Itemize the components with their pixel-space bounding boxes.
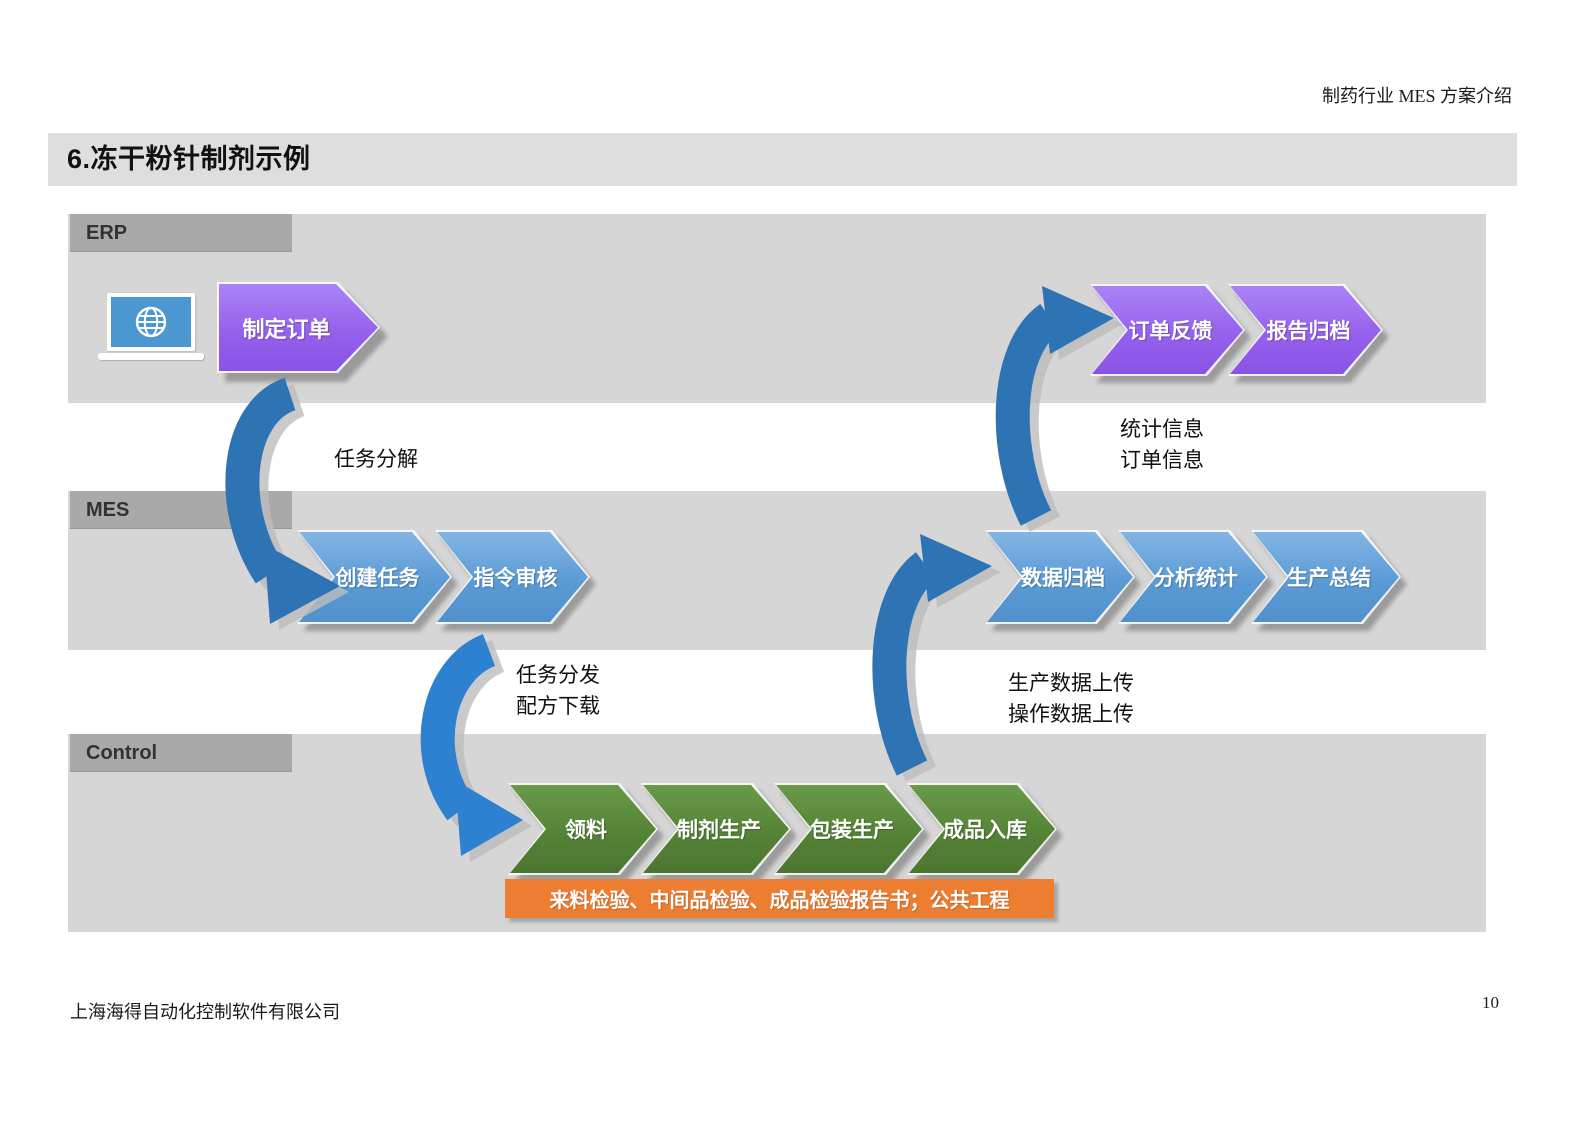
step-label: 创建任务 — [335, 567, 420, 590]
step-finished-goods-warehousing: 成品入库 — [907, 783, 1057, 875]
footer-company: 上海海得自动化控制软件有限公司 — [70, 1002, 340, 1022]
step-label: 制剂生产 — [677, 819, 761, 842]
step-production-summary: 生产总结 — [1251, 530, 1401, 624]
section-title-band: 6.冻干粉针制剂示例 — [48, 133, 1517, 186]
flow-arrow-erp-to-mes — [225, 377, 349, 630]
label-line: 统计信息 — [1120, 418, 1204, 441]
step-label: 制定订单 — [242, 316, 331, 342]
step-label: 包装生产 — [810, 819, 894, 842]
label-line: 订单信息 — [1120, 449, 1204, 472]
step-label: 领料 — [565, 819, 607, 842]
label-task-dispatch: 任务分发 配方下载 — [516, 660, 600, 722]
step-label: 数据归档 — [1021, 567, 1105, 590]
step-create-order: 制定订单 — [217, 282, 380, 373]
qc-banner: 来料检验、中间品检验、成品检验报告书；公共工程 — [505, 879, 1054, 918]
flow-arrow-mes-to-control — [420, 634, 532, 862]
label-data-upload: 生产数据上传 操作数据上传 — [1008, 668, 1134, 730]
step-label: 生产总结 — [1287, 567, 1371, 590]
step-label: 指令审核 — [473, 567, 558, 590]
laptop-screen — [107, 293, 195, 351]
laptop-base — [98, 353, 204, 360]
flow-arrow-control-to-mes — [872, 534, 1001, 782]
footer-page-number: 10 — [1482, 993, 1499, 1012]
lane-tab-control: Control — [70, 734, 292, 772]
step-material-picking: 领料 — [508, 783, 658, 875]
globe-icon — [135, 306, 167, 338]
step-label: 分析统计 — [1154, 567, 1238, 590]
label-line: 生产数据上传 — [1008, 672, 1134, 695]
step-packaging-production: 包装生产 — [774, 783, 924, 875]
lane-tab-erp: ERP — [70, 214, 292, 252]
label-stat-order-info: 统计信息 订单信息 — [1120, 414, 1204, 476]
section-title: 6.冻干粉针制剂示例 — [67, 144, 311, 174]
label-line: 操作数据上传 — [1008, 703, 1134, 726]
step-instruction-review: 指令审核 — [435, 530, 590, 624]
step-label: 成品入库 — [943, 819, 1027, 842]
step-label: 订单反馈 — [1128, 320, 1213, 343]
laptop-globe-icon — [98, 293, 204, 360]
label-line: 任务分发 — [516, 664, 600, 687]
label-task-decompose: 任务分解 — [334, 448, 418, 471]
step-order-feedback: 订单反馈 — [1090, 284, 1245, 376]
label-line: 配方下载 — [516, 695, 600, 718]
step-data-archive: 数据归档 — [985, 530, 1135, 624]
step-analysis-statistics: 分析统计 — [1118, 530, 1268, 624]
document-header-title: 制药行业 MES 方案介绍 — [1321, 86, 1512, 106]
flow-arrow-mes-to-erp — [995, 286, 1123, 532]
step-label: 报告归档 — [1266, 320, 1351, 343]
step-preparation-production: 制剂生产 — [641, 783, 791, 875]
step-report-archive: 报告归档 — [1228, 284, 1383, 376]
